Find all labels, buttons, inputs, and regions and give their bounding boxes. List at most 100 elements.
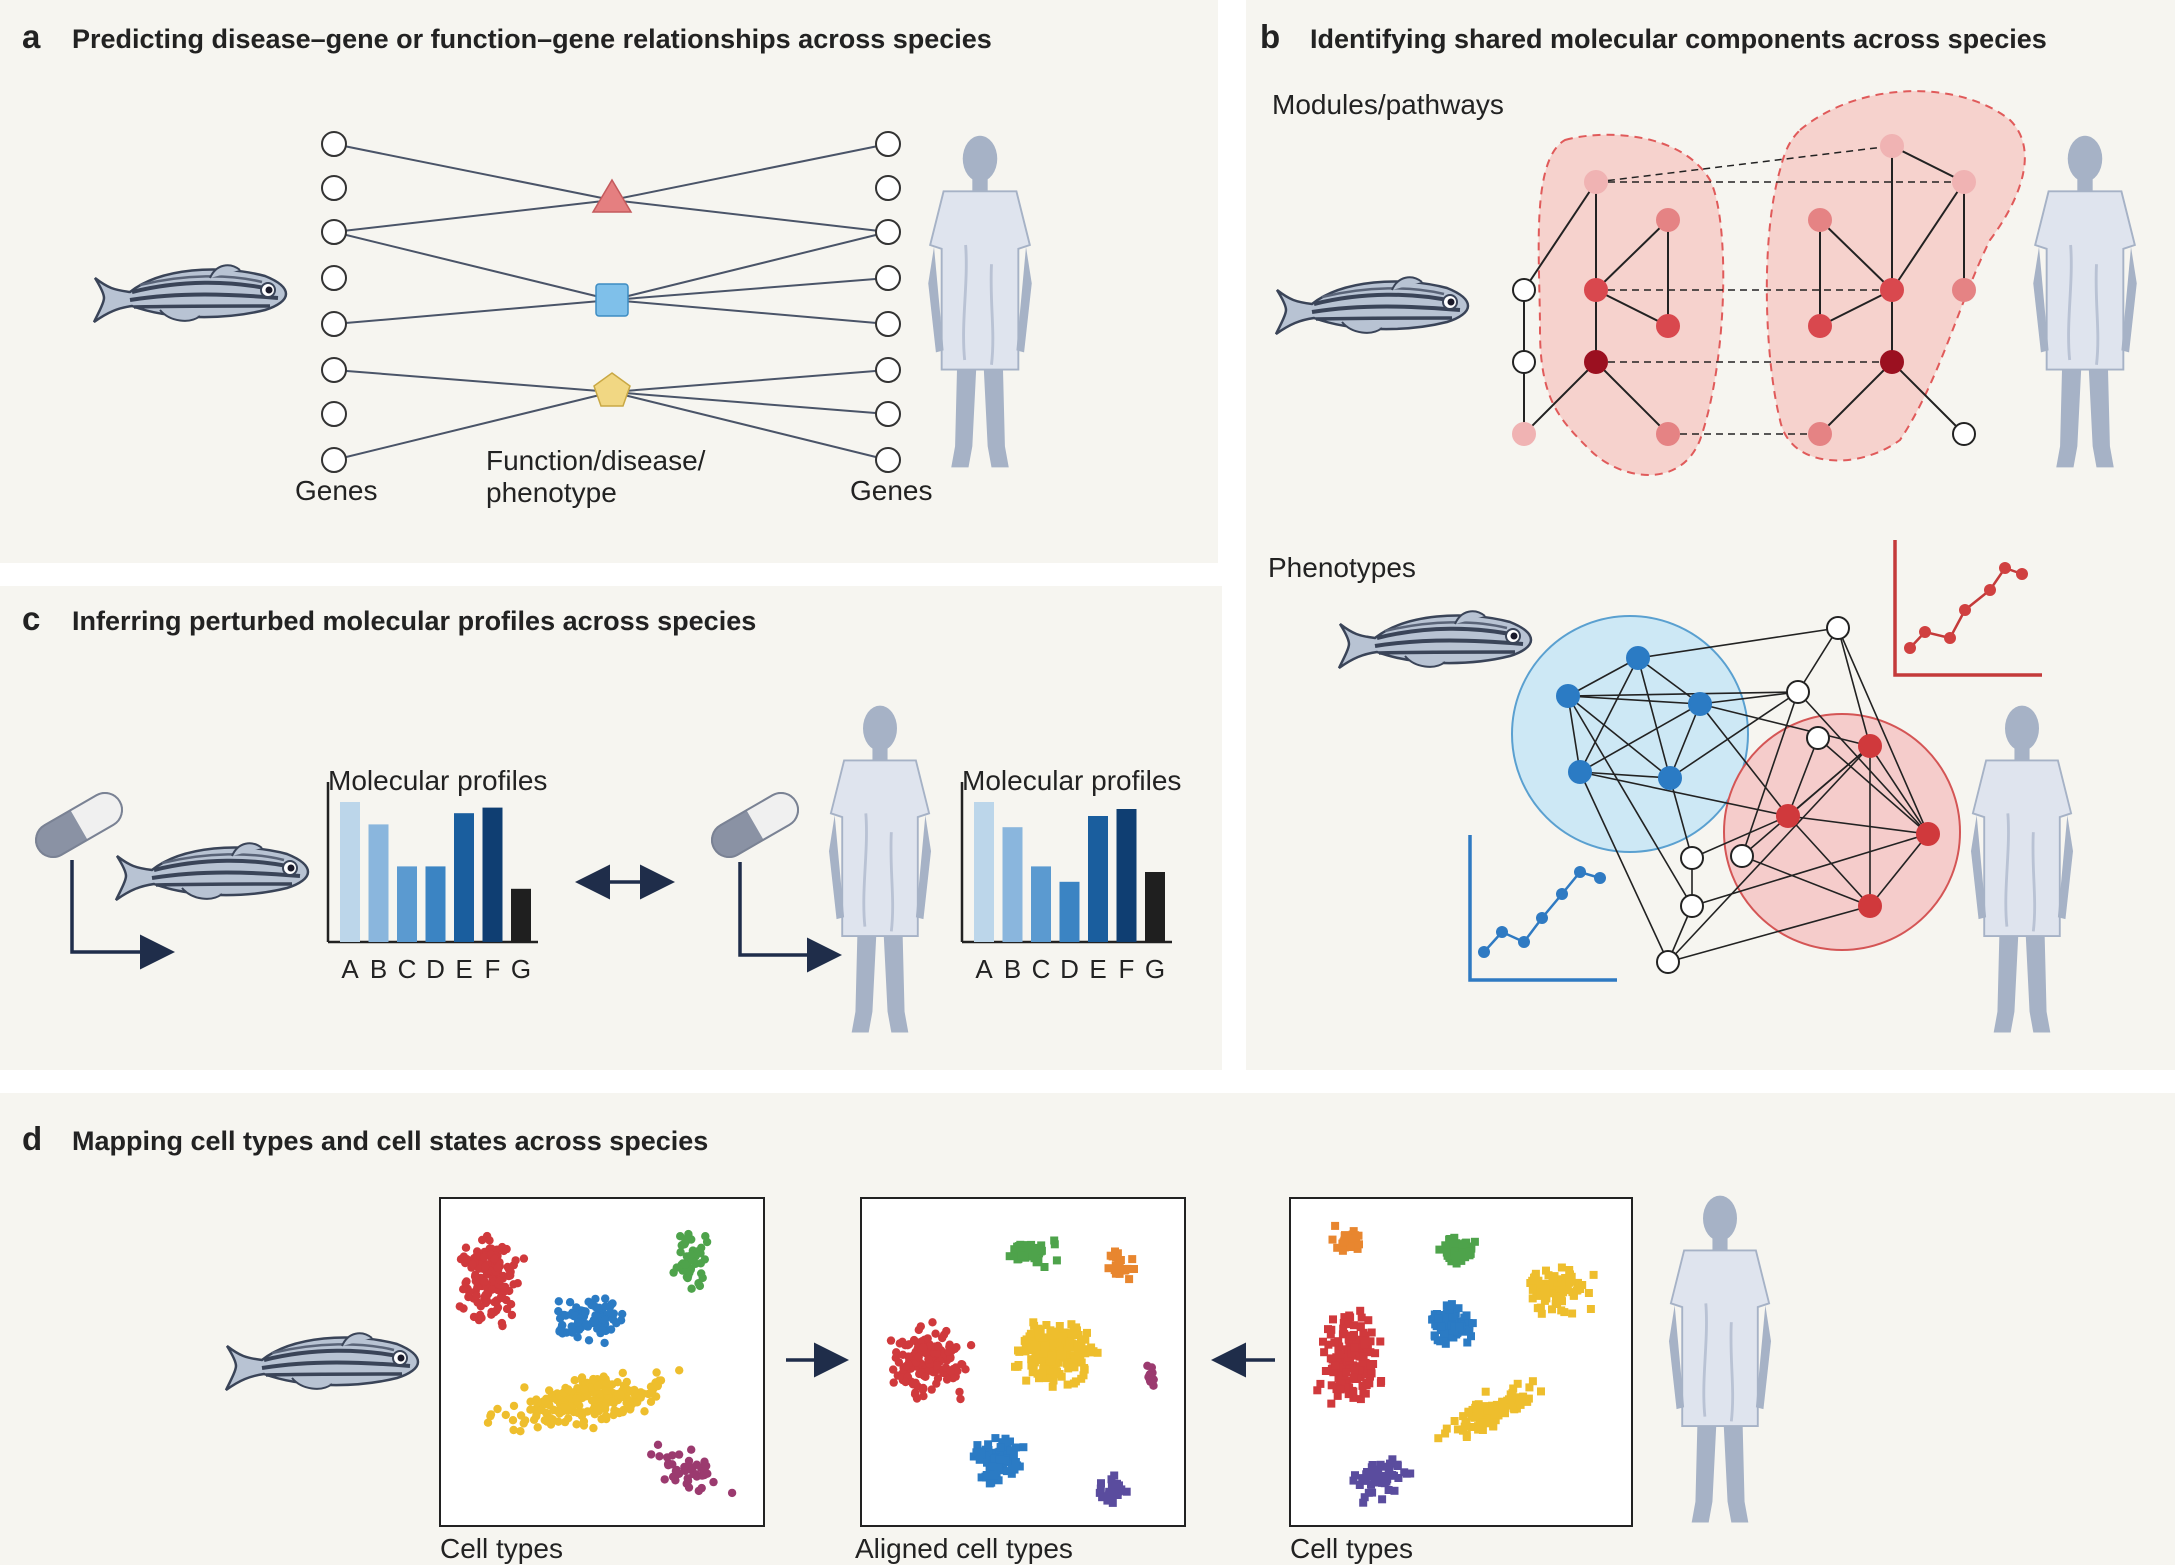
gene-node-right-7 [875,401,901,427]
module-node-15 [1880,278,1904,302]
module-node-5 [1584,278,1608,302]
left-chart-tick-B: B [370,954,387,984]
phenotype-node-1 [1626,646,1650,670]
mid-orange-cluster [1104,1247,1138,1284]
panel-a-edges [333,143,889,461]
module-node-16 [1880,350,1904,374]
square-node [595,283,629,317]
module-correspondence-edges [1595,145,1964,435]
mid-red-cluster [886,1318,976,1404]
module-node-4 [1584,170,1608,194]
module-node-6 [1584,350,1608,374]
panel-a-right-genes-label: Genes [850,475,933,506]
capsule-icon [704,790,806,860]
right-chart-tick-D: D [1060,954,1079,984]
phenotype-node-9 [1776,804,1800,828]
zebrafish-icon [92,263,288,324]
middle-plot-label: Aligned cell types [855,1533,1073,1564]
right-chart-bar-B [1002,827,1023,942]
gene-node-right-2 [875,175,901,201]
phenotype-node-5 [1658,766,1682,790]
module-node-13 [1808,208,1832,232]
right-yellow-cluster-2 [1434,1377,1545,1443]
panel-b-letter: b [1260,18,1280,55]
left-plot-label: Cell types [440,1533,563,1564]
left-purple-cluster [647,1440,737,1498]
left-chart-tick-F: F [485,954,501,984]
right-orange-cluster [1328,1221,1363,1255]
gene-node-right-3 [875,219,901,245]
treatment-arrow-human [738,862,842,973]
left-chart-bar-C [397,866,417,942]
phenotype-node-12 [1680,846,1704,870]
right-cell-scatter [1313,1221,1598,1507]
right-chart-tick-E: E [1089,954,1106,984]
panel-a-center-label-line2: phenotype [486,477,617,508]
panel-c-letter: c [22,600,40,637]
gene-nodes-right [875,131,901,473]
phenotype-network-edges [1567,627,1929,963]
zebrafish-icon [1337,609,1533,670]
gene-node-right-6 [875,357,901,383]
left-chart-tick-A: A [341,954,359,984]
module-node-8 [1656,314,1680,338]
module-node-17 [1808,422,1832,446]
module-node-9 [1656,422,1680,446]
mid-yellow-cluster [1011,1318,1102,1391]
mid-green-cluster [1005,1236,1061,1271]
module-nodes [1512,134,1976,446]
right-chart-tick-C: C [1032,954,1051,984]
left-chart-tick-G: G [511,954,531,984]
right-chart-bar-A [974,802,994,942]
module-blob-left [1537,133,1725,476]
left-green-cluster [669,1229,712,1293]
phenotype-node-7 [1786,680,1810,704]
panel-b-title: Identifying shared molecular components … [1310,24,2047,54]
left-chart-bar-B [368,824,389,942]
right-blue-cluster [1428,1300,1477,1348]
triangle-node [591,178,633,213]
right-indigo-cluster [1349,1455,1415,1507]
left-chart-bar-D [425,866,446,942]
human-figure-icon [1969,704,2075,1034]
panel-a-title: Predicting disease–gene or function–gene… [72,24,992,54]
human-figure-icon [827,704,933,1034]
left-cell-scatter [455,1229,737,1498]
right-chart-tick-B: B [1004,954,1021,984]
module-node-12 [1952,278,1976,302]
module-node-7 [1656,208,1680,232]
right-chart-bar-D [1059,881,1080,942]
human-figure-icon [2031,134,2139,469]
right-chart-tick-G: G [1145,954,1165,984]
left-chart-bar-A [340,802,360,942]
gene-node-right-5 [875,311,901,337]
panel-a-center-label-line1: Function/disease/ [486,445,706,476]
gene-node-left-6 [321,357,347,383]
right-chart-bar-F [1116,809,1137,942]
mid-purple-cluster [1143,1361,1158,1390]
right-chart-bar-E [1088,816,1108,942]
module-node-1 [1512,278,1536,302]
left-blue-cluster [554,1294,627,1348]
phenotype-node-4 [1568,760,1592,784]
left-chart-tick-C: C [398,954,417,984]
zebrafish-icon [114,841,310,902]
human-phenotype-mini-plot [1893,540,2042,677]
module-node-3 [1512,422,1536,446]
gene-node-left-8 [321,447,347,473]
left-chart-bar-G [511,888,531,942]
gene-node-left-5 [321,311,347,337]
pentagon-node [593,372,631,407]
phenotype-node-10 [1916,822,1940,846]
phenotype-node-8 [1858,734,1882,758]
gene-node-right-8 [875,447,901,473]
right-chart-bar-C [1031,866,1051,942]
phenotype-node-13 [1680,894,1704,918]
phenotype-node-14 [1656,950,1680,974]
human-figure-icon [1667,1194,1773,1524]
module-node-2 [1512,350,1536,374]
gene-node-left-7 [321,401,347,427]
human-figure-icon [926,134,1034,469]
right-red-cluster [1313,1306,1386,1408]
